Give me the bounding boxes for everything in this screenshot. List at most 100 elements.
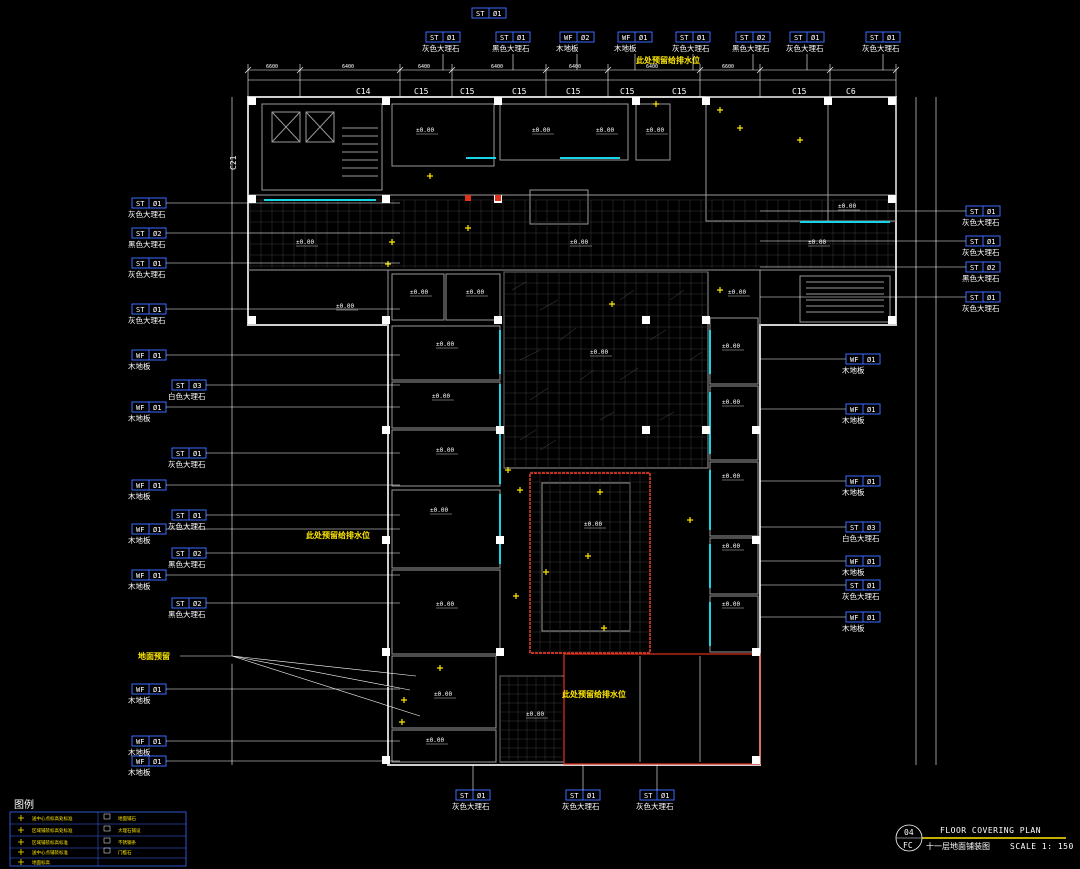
level-marker: ±0.00 [808,239,826,246]
top-dimension-value: 6600 [266,64,278,70]
tag-code: WF [136,482,144,490]
level-marker: ±0.00 [296,239,314,246]
column [752,426,760,434]
tag-code: WF [850,406,858,414]
tag-code: ST [970,294,979,302]
top-dimension-value: 6400 [418,64,430,70]
tag-code: WF [136,404,144,412]
annotation-marker [427,173,433,179]
column [496,648,504,656]
tag-material-name: 黑色大理石 [168,559,206,569]
axis-label-top: C15 [566,87,581,96]
annotation-marker [653,101,659,107]
tag-material-name: 灰色大理石 [422,43,460,53]
annotation-marker [401,697,407,703]
level-marker: ±0.00 [722,343,740,350]
drain-note-mid: 此处预留给排水位 [306,530,370,540]
tag-number: Ø2 [757,34,765,42]
tag-code: WF [850,614,858,622]
column [382,536,390,544]
column [642,426,650,434]
drawing-title-cn: 十一层地面铺装图 [926,841,990,851]
level-markers: ±0.00 ±0.00 ±0.00 ±0.00 ±0.00 ±0.00 ±0.00 ±0.00… [296,127,860,745]
tag-code: WF [850,478,858,486]
annotation-marker [505,467,511,473]
level-marker: ±0.00 [646,127,664,134]
drawing-scale: SCALE 1: 150 [1010,842,1074,851]
level-marker: ±0.00 [532,127,550,134]
level-marker: ±0.00 [722,601,740,608]
tag-material-name: 灰色大理石 [452,801,490,811]
level-marker: ±0.00 [526,711,544,718]
tag-code: ST [176,450,185,458]
tag-number: Ø1 [153,572,161,580]
level-marker: ±0.00 [410,289,428,296]
tag-code: WF [622,34,630,42]
column [888,195,896,203]
tag-number: Ø1 [867,478,875,486]
tag-number: Ø1 [153,404,161,412]
legend-item: 区域铺装标高标准 [32,839,68,846]
tag-material-name: 灰色大理石 [842,591,880,601]
column [248,195,256,203]
tag-code: ST [970,264,979,272]
column [824,97,832,105]
level-marker: ±0.00 [416,127,434,134]
level-marker: ±0.00 [432,393,450,400]
tag-code: ST [476,10,485,18]
tag-code: WF [136,738,144,746]
tag-number: Ø1 [987,208,995,216]
annotation-marker [385,261,391,267]
level-marker: ±0.00 [434,691,452,698]
tag-number: Ø2 [987,264,995,272]
tag-material-name: 灰色大理石 [672,43,710,53]
tag-material-name: 灰色大理石 [862,43,900,53]
level-marker: ±0.00 [436,601,454,608]
axis-label-top: C15 [512,87,527,96]
level-marker: ±0.00 [436,341,454,348]
tag-code: ST [794,34,803,42]
floor-drain-note: 地面预留 [138,651,170,661]
tag-material-name: 木地板 [128,361,151,371]
level-marker: ±0.00 [722,473,740,480]
structural-columns [248,97,896,764]
legend-item: 地面标高 [32,859,50,866]
tag-code: WF [136,758,144,766]
annotation-marker [601,625,607,631]
tag-code: ST [970,208,979,216]
tag-code: ST [136,306,145,314]
tag-material-name: 灰色大理石 [168,521,206,531]
tag-code: ST [570,792,579,800]
top-dimension-value: 6400 [491,64,503,70]
level-marker: ±0.00 [584,521,602,528]
tag-code: ST [740,34,749,42]
legend-item: 不锈钢条 [118,839,136,846]
tag-number: Ø2 [193,550,201,558]
annotation-marker [437,665,443,671]
tag-number: Ø1 [867,406,875,414]
tag-number: Ø1 [153,306,161,314]
tag-number: Ø1 [867,356,875,364]
tag-material-name: 木地板 [128,413,151,423]
legend-item: 区域铺装标高处标准 [32,827,73,834]
side-dimensions [231,97,937,765]
tag-number: Ø2 [193,600,201,608]
tag-material-name: 木地板 [842,623,865,633]
column [702,97,710,105]
column [752,536,760,544]
